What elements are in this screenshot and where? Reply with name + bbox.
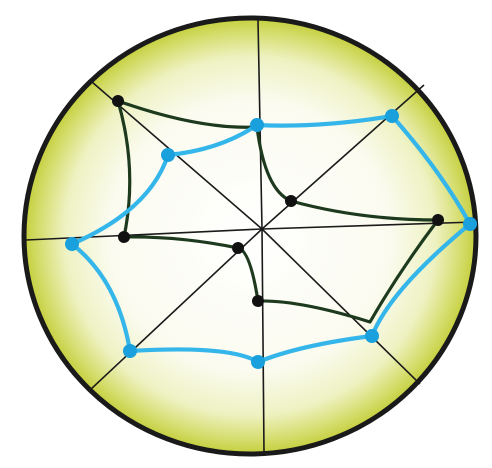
inner-node-center-right [285, 195, 297, 207]
outer-node-right [463, 217, 477, 231]
inner-node-bottom [252, 295, 264, 307]
inner-node-center-left [232, 242, 244, 254]
inner-node-right [432, 214, 444, 226]
outer-node-bottom [251, 355, 265, 369]
outer-node-upper-right [385, 109, 399, 123]
inner-node-upper-left [112, 95, 124, 107]
outer-node-left [65, 237, 79, 251]
inner-node-left [118, 231, 130, 243]
outer-node-lower-left [123, 344, 137, 358]
outer-node-lower-right [365, 329, 379, 343]
outer-node-upper-left [161, 148, 175, 162]
outer-node-top [250, 118, 264, 132]
